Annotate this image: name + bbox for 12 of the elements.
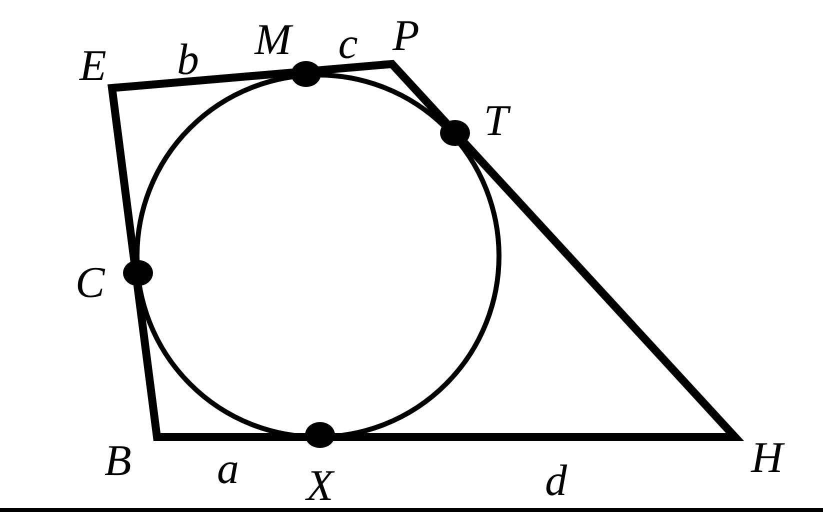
- point-label: d: [545, 459, 567, 503]
- point-label: P: [392, 14, 420, 58]
- point-label: b: [177, 38, 199, 82]
- point-label: H: [751, 436, 783, 480]
- point-label: B: [104, 439, 132, 483]
- point-label: a: [217, 447, 239, 491]
- point-label: C: [75, 261, 105, 305]
- point-label: X: [306, 464, 334, 508]
- point-label: E: [80, 44, 106, 88]
- point-label: T: [484, 99, 508, 143]
- point-label: M: [254, 18, 292, 62]
- point-label: c: [338, 22, 358, 66]
